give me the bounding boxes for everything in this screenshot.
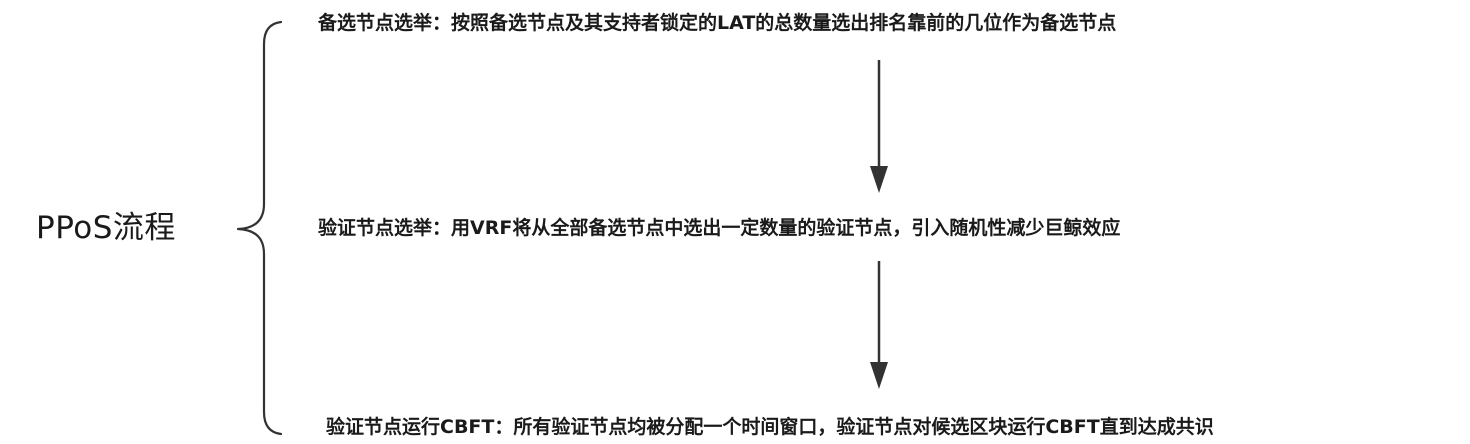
arrow-1-head	[870, 166, 888, 193]
step-validator-cbft: 验证节点运行CBFT：所有验证节点均被分配一个时间窗口，验证节点对候选区块运行C…	[326, 416, 1214, 438]
arrow-2-head	[870, 362, 888, 389]
curly-brace	[236, 20, 283, 436]
step-validator-election: 验证节点选举：用VRF将从全部备选节点中选出一定数量的验证节点，引入随机性减少巨…	[318, 217, 1121, 239]
root-label: PPoS流程	[36, 210, 176, 246]
step-candidate-election: 备选节点选举：按照备选节点及其支持者锁定的LAT的总数量选出排名靠前的几位作为备…	[318, 12, 1117, 34]
